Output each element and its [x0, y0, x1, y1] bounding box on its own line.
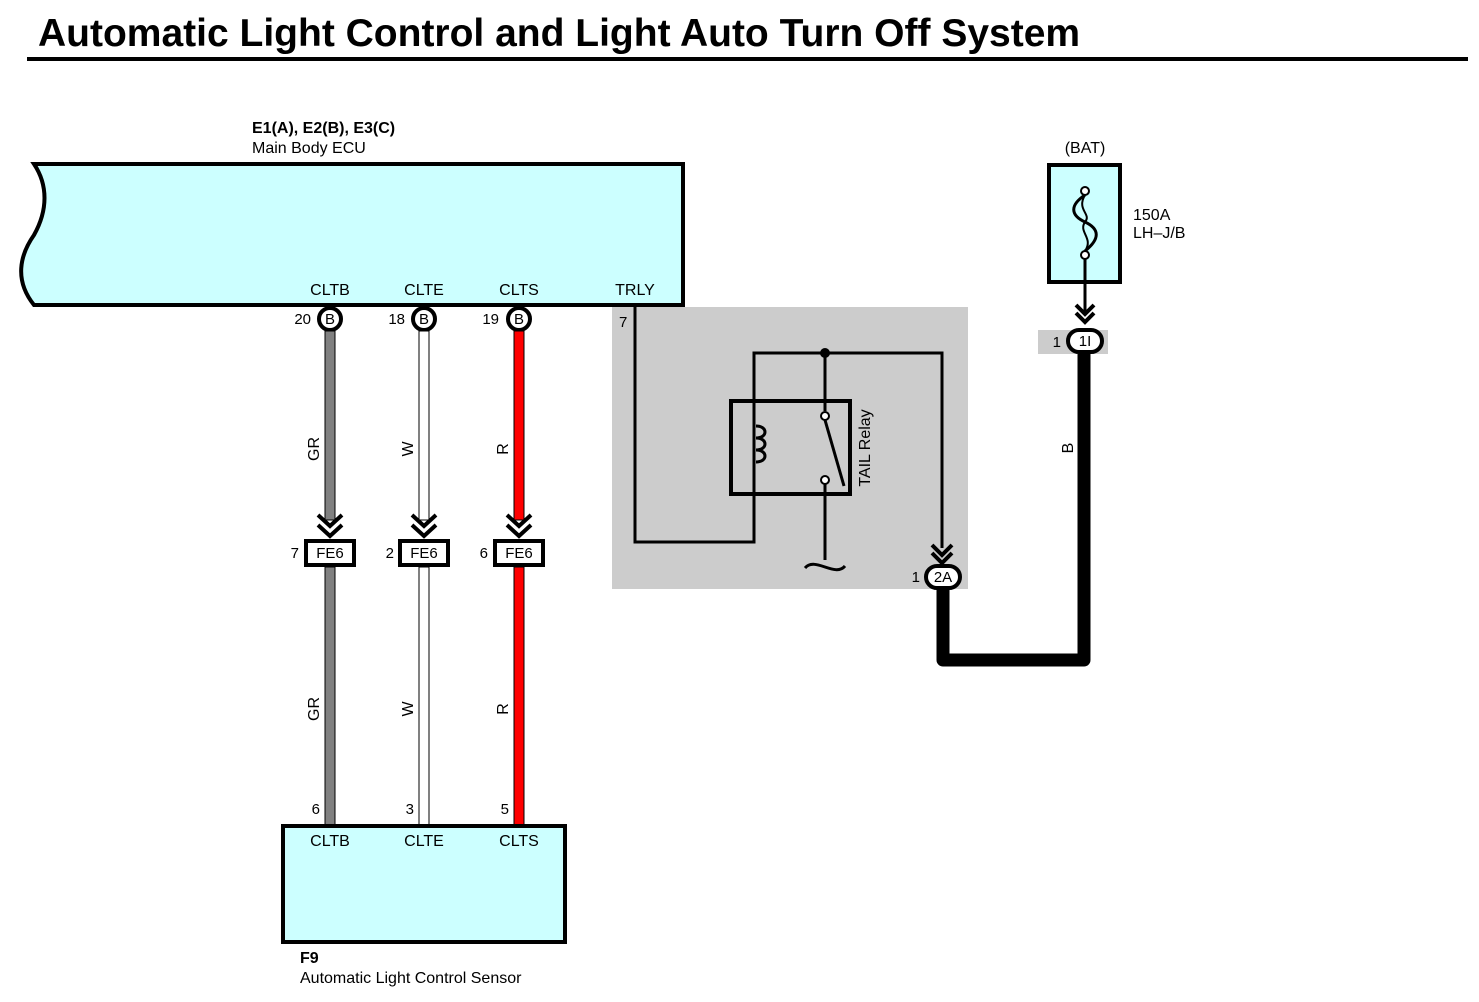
wire-r-lower-label: R [495, 703, 512, 715]
wire-w-lower [418, 566, 430, 826]
sensor-pin-clte: 3 [406, 801, 414, 818]
wire-r-upper [513, 330, 525, 521]
ecu-name-label: Main Body ECU [252, 140, 366, 157]
fuse-rating-label: 150A [1133, 207, 1171, 224]
relay-body [729, 399, 852, 496]
connector-2a-code: 2A [934, 569, 952, 586]
fuse-terminal-icon [1080, 250, 1090, 260]
connector-ring [317, 306, 343, 332]
connector-2a: 1 2A [912, 564, 962, 590]
junction-fe6-r: 6 FE6 [480, 539, 545, 567]
wire-b-label: B [1060, 443, 1077, 454]
connector-2a-pin: 1 [912, 569, 920, 586]
relay-switch-blade-icon [823, 419, 846, 487]
junction-name: FE6 [316, 545, 344, 562]
junction-fe6-w: 2 FE6 [386, 539, 450, 567]
ecu-box [19, 162, 685, 307]
page-title: Automatic Light Control and Light Auto T… [38, 12, 1080, 55]
ecu-pin-number: 20 [294, 311, 311, 328]
junction-box [304, 539, 356, 567]
ecu-pin-number: 19 [482, 311, 499, 328]
connector-1i-code: 1I [1079, 333, 1092, 350]
junction-pin-number: 7 [291, 545, 299, 562]
wire-gr-upper-label: GR [306, 437, 323, 461]
relay-contact-icon [820, 475, 830, 485]
wire-gr-upper [324, 330, 336, 521]
relay-chevron-icon [930, 551, 954, 566]
connector-ring [411, 306, 437, 332]
fuse-chevron-icon [1074, 303, 1096, 317]
sensor-connector-label: F9 [300, 950, 319, 967]
relay-coil-icon [755, 424, 767, 464]
junction-pin-number: 6 [480, 545, 488, 562]
ecu-connectors-label: E1(A), E2(B), E3(C) [252, 120, 395, 137]
relay-top-bus [752, 351, 944, 548]
connector-1i-ring [1066, 328, 1104, 354]
sensor-terminal-cltb: CLTB [310, 833, 350, 850]
wire-gr-lower-label: GR [306, 697, 323, 721]
ecu-pin-trly: 7 [619, 314, 627, 331]
ecu-terminal-trly: TRLY [615, 282, 655, 299]
ecu-pin-connector-code: B [419, 311, 429, 328]
ecu-pin-clts: 19 B [482, 306, 532, 332]
ecu-terminal-clte: CLTE [404, 282, 444, 299]
junction-name: FE6 [410, 545, 438, 562]
relay-open-end-icon [803, 562, 847, 572]
ecu-pin-clte: 18 B [388, 306, 437, 332]
ecu-terminal-clts: CLTS [499, 282, 539, 299]
connector-1i-pin: 1 [1053, 334, 1061, 351]
light-control-sensor: CLTB CLTE CLTS F9 Automatic Light Contro… [281, 824, 567, 987]
connector-1i: 1 1I [1038, 328, 1108, 354]
wire-b [936, 352, 1091, 667]
wire-r-lower [513, 566, 525, 826]
main-body-ecu: E1(A), E2(B), E3(C) Main Body ECU CLTB C… [19, 120, 685, 307]
relay-background [612, 307, 968, 589]
connector-2a-ring [924, 564, 962, 590]
ecu-pin-number: 18 [388, 311, 405, 328]
chevron-r-icon [505, 513, 533, 539]
junction-box [398, 539, 450, 567]
sensor-pin-clts: 5 [501, 801, 509, 818]
chevron-w-icon [410, 513, 438, 539]
sensor-name-label: Automatic Light Control Sensor [300, 970, 522, 987]
wire-w-lower-label: W [400, 701, 417, 717]
ecu-terminal-cltb: CLTB [310, 282, 350, 299]
wire-r-upper-label: R [495, 443, 512, 455]
sensor-pin-cltb: 6 [312, 801, 320, 818]
sensor-terminal-clts: CLTS [499, 833, 539, 850]
relay-name-label: TAIL Relay [857, 409, 874, 486]
fuse-terminal-icon [1080, 186, 1090, 196]
fuse-chevron-icon [1074, 311, 1096, 325]
junction-box [493, 539, 545, 567]
fuse-source-label: (BAT) [1065, 140, 1106, 157]
wire-w-upper [418, 330, 430, 521]
junction-fe6-gr: 7 FE6 [291, 539, 356, 567]
junction-pin-number: 2 [386, 545, 394, 562]
relay-contact-icon [820, 411, 830, 421]
fuse-150a: (BAT) 150A LH–J/B [1047, 140, 1185, 325]
tail-relay-area: 7 TAIL Relay [612, 307, 968, 589]
wire-trly-coil [633, 307, 756, 544]
wire-gr-lower [324, 566, 336, 826]
fuse-element-icon [1081, 194, 1089, 252]
fuse-location-label: LH–J/B [1133, 225, 1185, 242]
junction-name: FE6 [505, 545, 533, 562]
sensor-box [281, 824, 567, 944]
ecu-pin-connector-code: B [514, 311, 524, 328]
relay-chevron-icon [930, 543, 954, 558]
connector-ring [506, 306, 532, 332]
wire-w-upper-label: W [400, 441, 417, 457]
chevron-gr-icon [316, 513, 344, 539]
ecu-pin-connector-code: B [325, 311, 335, 328]
sensor-terminal-clte: CLTE [404, 833, 444, 850]
ecu-pin-cltb: 20 B [294, 306, 343, 332]
